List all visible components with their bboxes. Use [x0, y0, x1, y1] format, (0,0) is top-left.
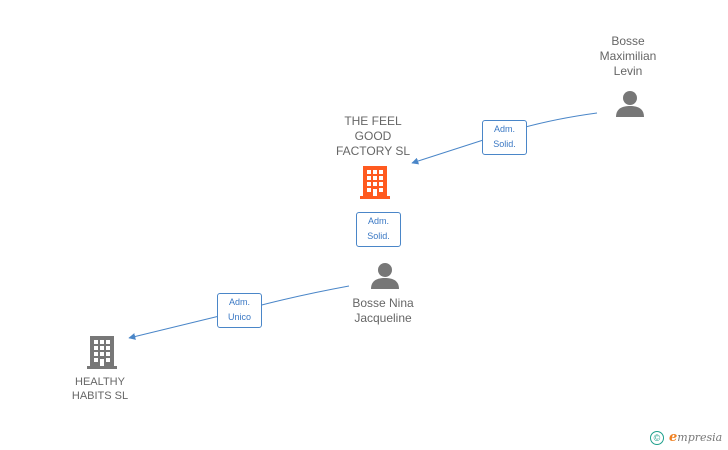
brand-logo: empresia — [669, 430, 723, 445]
edge-role-nina-healthy[interactable]: Adm. Unico — [217, 293, 262, 328]
edge-role-maximilian-feelgood[interactable]: Adm. Solid. — [482, 120, 527, 155]
person-icon[interactable] — [615, 89, 645, 119]
footer-brand: © empresia — [650, 430, 722, 445]
copyright-icon: © — [650, 430, 664, 445]
node-label-feel-good[interactable]: THE FEEL GOOD FACTORY SL — [335, 114, 411, 158]
node-label-maximilian[interactable]: Bosse Maximilian Levin — [599, 34, 657, 78]
node-label-nina[interactable]: Bosse Nina Jacqueline — [352, 296, 414, 325]
person-icon[interactable] — [370, 261, 400, 291]
node-label-healthy[interactable]: HEALTHY HABITS SL — [71, 376, 129, 402]
building-icon[interactable] — [87, 334, 117, 370]
edge-role-nina-feelgood[interactable]: Adm. Solid. — [356, 212, 401, 247]
building-icon[interactable] — [360, 164, 390, 200]
